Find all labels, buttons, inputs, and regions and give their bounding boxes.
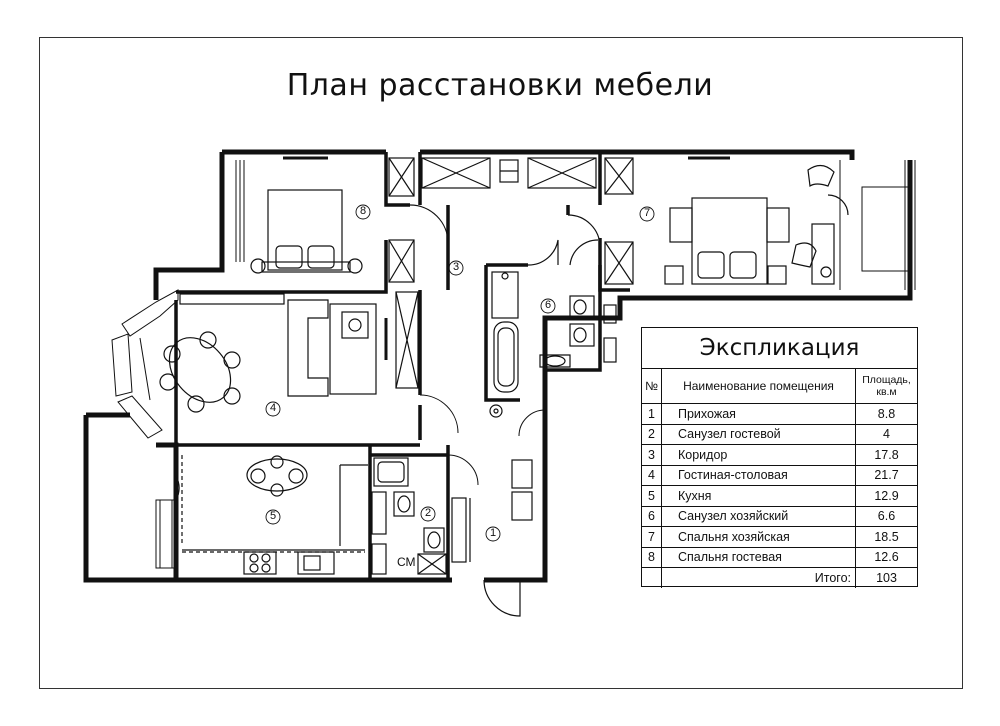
- hallway-furniture: [451, 459, 533, 617]
- table-row: 4 Гостиная-столовая 21.7: [642, 464, 917, 486]
- table-header-row: № Наименование помещения Площадь, кв.м: [642, 369, 917, 404]
- kitchen-furniture: [175, 455, 368, 575]
- table-row: 1 Прихожая 8.8: [642, 403, 917, 425]
- row-area: 18.5: [855, 526, 917, 548]
- row-area: 17.8: [855, 444, 917, 466]
- row-area: 8.8: [855, 403, 917, 425]
- row-area: 12.9: [855, 485, 917, 507]
- table-row: 3 Коридор 17.8: [642, 444, 917, 466]
- room-marker-7: 7: [643, 207, 651, 219]
- room-marker-3: 3: [452, 261, 460, 273]
- row-number: 8: [642, 546, 662, 568]
- closet-label: СМ: [397, 555, 416, 569]
- drawing-frame: [39, 37, 963, 689]
- plan-title: План расстановки мебели: [286, 68, 714, 103]
- table-row: 2 Санузел гостевой 4: [642, 423, 917, 445]
- row-number: 1: [642, 403, 662, 425]
- table-row: 6 Санузел хозяйский 6.6: [642, 505, 917, 527]
- master-bathroom-fixtures: [489, 239, 617, 418]
- row-number: 3: [642, 444, 662, 466]
- room-marker-6: 6: [544, 299, 552, 311]
- row-room-name: Санузел хозяйский: [661, 505, 856, 527]
- room-marker-8: 8: [359, 205, 367, 217]
- row-area: 4: [855, 423, 917, 445]
- row-number: 7: [642, 526, 662, 548]
- row-room-name: Гостиная-столовая: [661, 464, 856, 486]
- explication-table: Экспликация № Наименование помещения Пло…: [641, 327, 918, 588]
- corridor-wardrobes: [395, 157, 601, 389]
- room-marker-2: 2: [424, 507, 432, 519]
- master-bedroom-furniture: [604, 156, 849, 285]
- row-number: 6: [642, 505, 662, 527]
- guest-bathroom-fixtures: [371, 454, 479, 575]
- room-marker-5: 5: [269, 510, 277, 522]
- total-value: 103: [855, 567, 917, 588]
- row-room-name: Санузел гостевой: [661, 423, 856, 445]
- row-room-name: Коридор: [661, 444, 856, 466]
- room-marker-circles: [265, 204, 655, 542]
- room-marker-1: 1: [489, 527, 497, 539]
- row-room-name: Прихожая: [661, 403, 856, 425]
- room-marker-4: 4: [269, 402, 277, 414]
- row-room-name: Спальня хозяйская: [661, 526, 856, 548]
- total-label: Итого:: [661, 567, 856, 588]
- row-number: 2: [642, 423, 662, 445]
- table-row: 8 Спальня гостевая 12.6: [642, 546, 917, 568]
- row-number: 5: [642, 485, 662, 507]
- header-number: №: [642, 369, 662, 404]
- row-area: 21.7: [855, 464, 917, 486]
- guest-bedroom-furniture: [250, 156, 449, 283]
- table-row: 5 Кухня 12.9: [642, 485, 917, 507]
- total-number-cell: [642, 567, 662, 588]
- table-total-row: Итого: 103: [642, 567, 917, 588]
- row-room-name: Спальня гостевая: [661, 546, 856, 568]
- table-row: 7 Спальня хозяйская 18.5: [642, 526, 917, 548]
- interior-walls: [174, 152, 630, 580]
- row-area: 12.6: [855, 546, 917, 568]
- header-room-name: Наименование помещения: [661, 369, 856, 404]
- row-room-name: Кухня: [661, 485, 856, 507]
- header-area: Площадь, кв.м: [855, 369, 917, 404]
- row-number: 4: [642, 464, 662, 486]
- bay-window: [111, 160, 916, 569]
- living-room-furniture: [159, 293, 546, 437]
- explication-title: Экспликация: [642, 328, 917, 369]
- rooms-table: № Наименование помещения Площадь, кв.м 1…: [642, 369, 917, 588]
- row-area: 6.6: [855, 505, 917, 527]
